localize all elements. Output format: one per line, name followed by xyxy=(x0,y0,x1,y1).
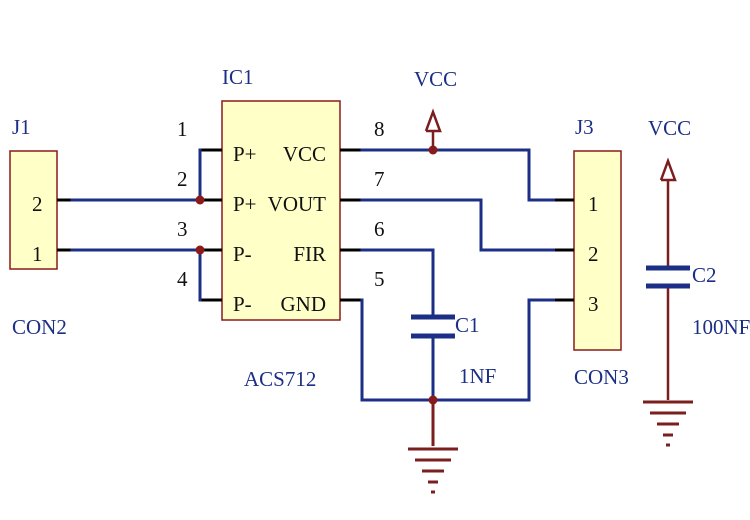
j3-body xyxy=(573,150,622,351)
ic1-pin-1-number: 1 xyxy=(177,117,188,141)
ic1-pin-7-name: VOUT xyxy=(268,192,326,216)
c2-value: 100NF xyxy=(692,315,750,339)
ground-icon xyxy=(408,447,458,494)
j3-pin-3-number: 3 xyxy=(588,292,599,316)
j3-pin-1-number: 1 xyxy=(588,192,599,216)
j3-pin-2-number: 2 xyxy=(588,242,599,266)
j3-ref: J3 xyxy=(575,115,594,139)
ic1-pin-2-name: P+ xyxy=(233,192,257,216)
ic1-pin-4-name: P- xyxy=(233,292,252,316)
ic1-pin-8-number: 8 xyxy=(374,117,385,141)
vcc-arrow-icon xyxy=(424,108,442,133)
ic1-pin-3-number: 3 xyxy=(177,217,188,241)
ic1-pin-4-number: 4 xyxy=(177,267,188,291)
junction-j1-pin1 xyxy=(195,245,205,255)
wire-ic1-vcc-to-j3-pin1 xyxy=(360,148,557,202)
j1-pin-1-number: 1 xyxy=(32,242,43,266)
junction-j1-pin2 xyxy=(195,195,205,205)
c2-ref: C2 xyxy=(692,263,717,287)
ic1-pin-6-name: FIR xyxy=(293,242,326,266)
j1-pin-2-number: 2 xyxy=(32,192,43,216)
ic1-pin-1-name: P+ xyxy=(233,142,257,166)
ic1-pin-6-number: 6 xyxy=(374,217,385,241)
ground-right-icon xyxy=(643,400,693,447)
ic1-ref: IC1 xyxy=(222,65,254,89)
vcc-right-arrow-icon xyxy=(659,157,677,182)
ic1-pin-2-number: 2 xyxy=(177,167,188,191)
ic1-pin-5-number: 5 xyxy=(374,267,385,291)
ic1-body xyxy=(221,100,341,321)
ic1-pin-5-name: GND xyxy=(281,292,327,316)
j3-type: CON3 xyxy=(574,365,629,389)
vcc-right-label: VCC xyxy=(648,116,691,140)
wire-ic1-gnd-to-ground xyxy=(360,298,557,402)
ic1-part: ACS712 xyxy=(244,367,316,391)
wire-ic1-fir-to-c1 xyxy=(360,248,435,317)
ic1-pin-3-name: P- xyxy=(233,242,252,266)
vcc-label: VCC xyxy=(414,67,457,91)
j1-ref: J1 xyxy=(12,115,31,139)
wire-ic1-vout-to-j3-pin2 xyxy=(360,198,557,252)
ic1-pin-7-number: 7 xyxy=(374,167,385,191)
j1-body xyxy=(9,150,58,270)
j1-type: CON2 xyxy=(12,315,67,339)
ic1-pin-8-name: VCC xyxy=(283,142,326,166)
c1-ref: C1 xyxy=(455,313,480,337)
c1-value: 1NF xyxy=(459,364,496,388)
